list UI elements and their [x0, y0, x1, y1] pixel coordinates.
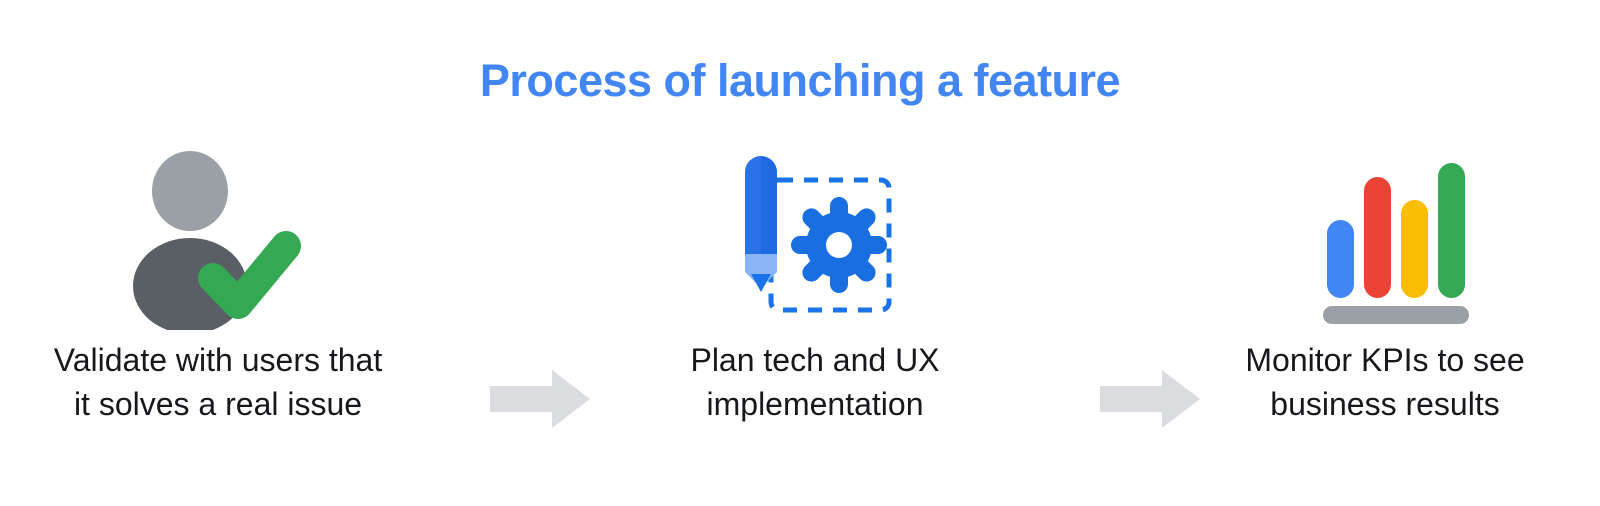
process-step-plan: Plan tech and UX implementation: [605, 148, 1025, 448]
arrow-right-icon: [1100, 370, 1200, 428]
process-step-monitor: Monitor KPIs to see business results: [1175, 148, 1595, 448]
bar-4: [1438, 163, 1465, 298]
process-step-validate: Validate with users that it solves a rea…: [8, 148, 428, 448]
arrow-shape: [1100, 370, 1200, 428]
bar-chart-icon: [1323, 163, 1469, 324]
page-title: Process of launching a feature: [479, 55, 1121, 106]
step-caption-validate: Validate with users that it solves a rea…: [8, 338, 428, 426]
bar-1: [1327, 220, 1354, 298]
caption-line: implementation: [706, 386, 924, 423]
pencil-body-highlight: [761, 156, 777, 254]
arrow-right-icon: [490, 370, 590, 428]
person-head-shape: [152, 151, 228, 231]
caption-line: Plan tech and UX: [690, 342, 940, 378]
pencil-tip-shape: [751, 274, 771, 292]
step-caption-plan: Plan tech and UX implementation: [605, 338, 1025, 426]
bar-3: [1401, 200, 1428, 298]
process-flow: Validate with users that it solves a rea…: [0, 148, 1600, 448]
checkmark-icon: [198, 231, 301, 319]
person-check-icon: [133, 151, 301, 330]
pencil-wood-shape: [745, 254, 777, 288]
person-body-shape: [133, 238, 247, 330]
bar-chart-bars: [1327, 163, 1465, 298]
gear-icon: [791, 197, 887, 293]
chart-baseline: [1323, 306, 1469, 324]
icon-container-validate: [8, 148, 428, 330]
icon-container-plan: [605, 148, 1025, 330]
caption-line: Monitor KPIs to see: [1245, 342, 1525, 378]
icon-container-monitor: [1175, 148, 1595, 330]
caption-line: business results: [1270, 386, 1500, 423]
arrow-right-icon-2: [1100, 370, 1200, 428]
arrow-right-icon-1: [490, 370, 590, 428]
gear-center-hole: [826, 232, 852, 258]
arrow-shape: [490, 370, 590, 428]
bar-2: [1364, 177, 1391, 298]
caption-line: it solves a real issue: [73, 386, 363, 423]
step-caption-monitor: Monitor KPIs to see business results: [1175, 338, 1595, 426]
caption-line: Validate with users that: [53, 342, 383, 378]
pencil-gear-wireframe-icon: [745, 156, 892, 313]
